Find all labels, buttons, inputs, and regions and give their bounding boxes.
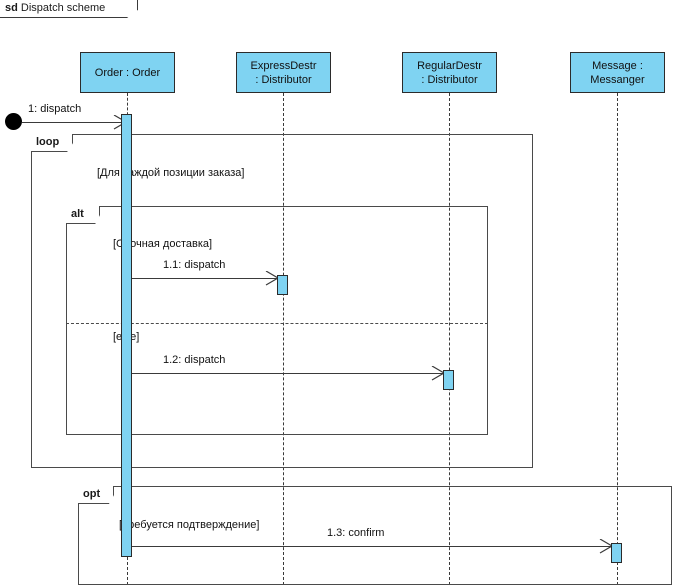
message-label-1-3: 1.3: confirm <box>327 527 385 539</box>
activation-message[interactable] <box>611 543 622 563</box>
lifeline-label-order-line1: Order : Order <box>94 66 161 79</box>
activation-order[interactable] <box>121 114 132 557</box>
fragment-loop-operator-tab: loop <box>31 134 73 152</box>
activation-expressdestr[interactable] <box>277 275 288 295</box>
lifeline-stem-regulardestr <box>449 93 450 585</box>
message-label-1-2: 1.2: dispatch <box>163 354 226 366</box>
found-message-start-dot <box>5 113 22 130</box>
fragment-loop[interactable] <box>31 134 533 468</box>
lifeline-label-express-line1: ExpressDestr <box>250 59 317 72</box>
message-line-1-1[interactable] <box>132 278 278 279</box>
message-line-1[interactable] <box>22 122 126 123</box>
fragment-loop-guard: [Для каждой позиции заказа] <box>97 167 245 179</box>
fragment-alt-guard: [Срочная доставка] <box>113 238 213 250</box>
fragment-alt-divider <box>66 323 488 324</box>
lifeline-head-expressdestr[interactable]: ExpressDestr : Distributor <box>236 52 331 93</box>
lifeline-stem-order-top <box>127 93 128 120</box>
lifeline-stem-message <box>617 93 618 585</box>
lifeline-label-express-line2: : Distributor <box>255 73 312 86</box>
message-label-1: 1: dispatch <box>28 103 82 115</box>
fragment-opt-guard: [Требуется подтверждение] <box>119 519 260 531</box>
lifeline-stem-expressdestr <box>283 93 284 585</box>
lifeline-head-regulardestr[interactable]: RegularDestr : Distributor <box>402 52 497 93</box>
diagram-frame-title: sd Dispatch scheme <box>0 0 138 18</box>
lifeline-stem-order-bottom <box>127 557 128 585</box>
message-line-1-3[interactable] <box>132 546 612 547</box>
fragment-alt[interactable] <box>66 206 488 435</box>
lifeline-label-message-line2: Messanger <box>590 73 645 86</box>
message-line-1-2[interactable] <box>132 373 444 374</box>
activation-regulardestr[interactable] <box>443 370 454 390</box>
lifeline-head-order[interactable]: Order : Order <box>80 52 175 93</box>
lifeline-label-message-line1: Message : <box>592 59 643 72</box>
lifeline-label-regular-line1: RegularDestr <box>417 59 482 72</box>
fragment-alt-operator-tab: alt <box>66 206 100 224</box>
lifeline-head-message[interactable]: Message : Messanger <box>570 52 665 93</box>
fragment-opt-operator-tab: opt <box>78 486 114 504</box>
frame-keyword: sd <box>5 2 18 14</box>
lifeline-label-regular-line2: : Distributor <box>421 73 478 86</box>
message-label-1-1: 1.1: dispatch <box>163 259 226 271</box>
frame-name: Dispatch scheme <box>20 2 106 14</box>
